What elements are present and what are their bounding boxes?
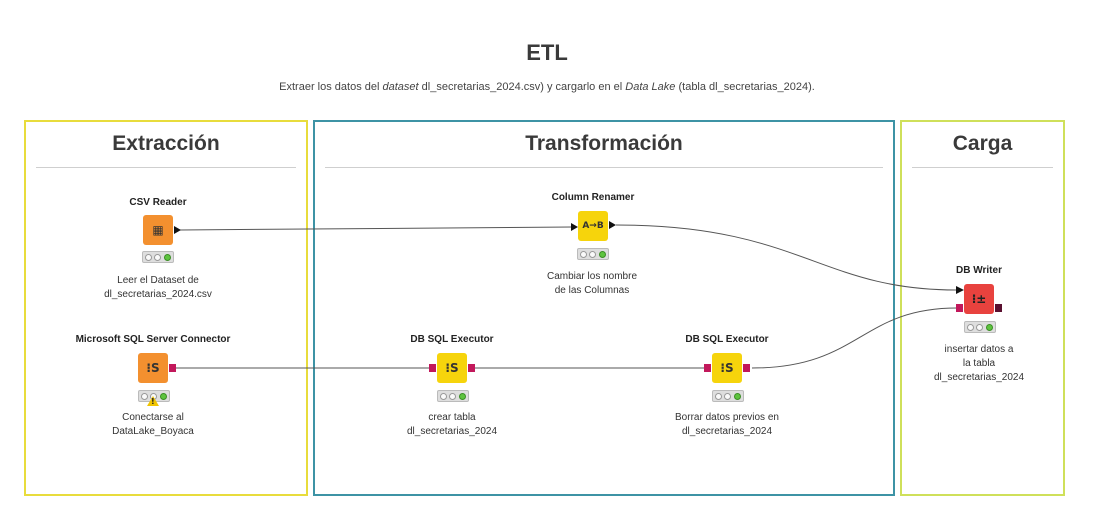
section-title-extraccion: Extracción xyxy=(112,132,220,155)
node-status xyxy=(437,390,469,402)
node-status xyxy=(712,390,744,402)
db-connector-icon[interactable]: ⁝S xyxy=(138,353,168,383)
workflow-title: ETL xyxy=(526,40,568,65)
db-input-port[interactable] xyxy=(956,304,963,312)
section-divider xyxy=(325,167,883,168)
db-output-port[interactable] xyxy=(169,364,176,372)
node-status xyxy=(577,248,609,260)
node-title-column-renamer: Column Renamer xyxy=(551,192,635,203)
section-extraccion: Extracción xyxy=(24,120,308,496)
node-title-db-sql-executor-1: DB SQL Executor xyxy=(410,334,494,345)
db-output-port[interactable] xyxy=(468,364,475,372)
db-output-port[interactable] xyxy=(743,364,750,372)
node-status xyxy=(964,321,996,333)
db-writer-icon[interactable]: ⁝± xyxy=(964,284,994,314)
section-transformacion: Transformación xyxy=(313,120,895,496)
section-title-carga: Carga xyxy=(952,132,1013,155)
connection-csv-to-renamer xyxy=(179,226,573,231)
arrowhead-writer-top xyxy=(956,286,964,294)
connection-renamer-to-writer xyxy=(615,224,957,291)
node-title-db-sql-executor-2: DB SQL Executor xyxy=(685,334,769,345)
node-title-csv-reader: CSV Reader xyxy=(129,197,187,208)
sql-executor-icon[interactable]: ⁝S xyxy=(437,353,467,383)
section-title-transformacion: Transformación xyxy=(525,132,683,155)
section-carga: Carga xyxy=(900,120,1065,496)
db-input-port[interactable] xyxy=(704,364,711,372)
db-output-port[interactable] xyxy=(995,304,1002,312)
rename-icon[interactable]: A→B xyxy=(578,211,608,241)
output-port[interactable] xyxy=(609,221,616,229)
warning-mark: ! xyxy=(151,397,155,406)
workflow-subtitle: Extraer los datos del dataset dl_secreta… xyxy=(279,81,815,93)
sql-executor-icon[interactable]: ⁝S xyxy=(712,353,742,383)
node-title-mssql-connector: Microsoft SQL Server Connector xyxy=(75,334,231,345)
db-input-port[interactable] xyxy=(429,364,436,372)
section-divider xyxy=(36,167,296,168)
input-port[interactable] xyxy=(571,223,578,231)
node-status xyxy=(142,251,174,263)
connection-exec2-to-writer xyxy=(751,307,958,369)
output-port[interactable] xyxy=(174,226,181,234)
table-icon[interactable]: ▦ xyxy=(143,215,173,245)
section-divider xyxy=(912,167,1053,168)
node-title-db-writer: DB Writer xyxy=(956,265,1002,276)
warning-icon xyxy=(147,396,159,406)
